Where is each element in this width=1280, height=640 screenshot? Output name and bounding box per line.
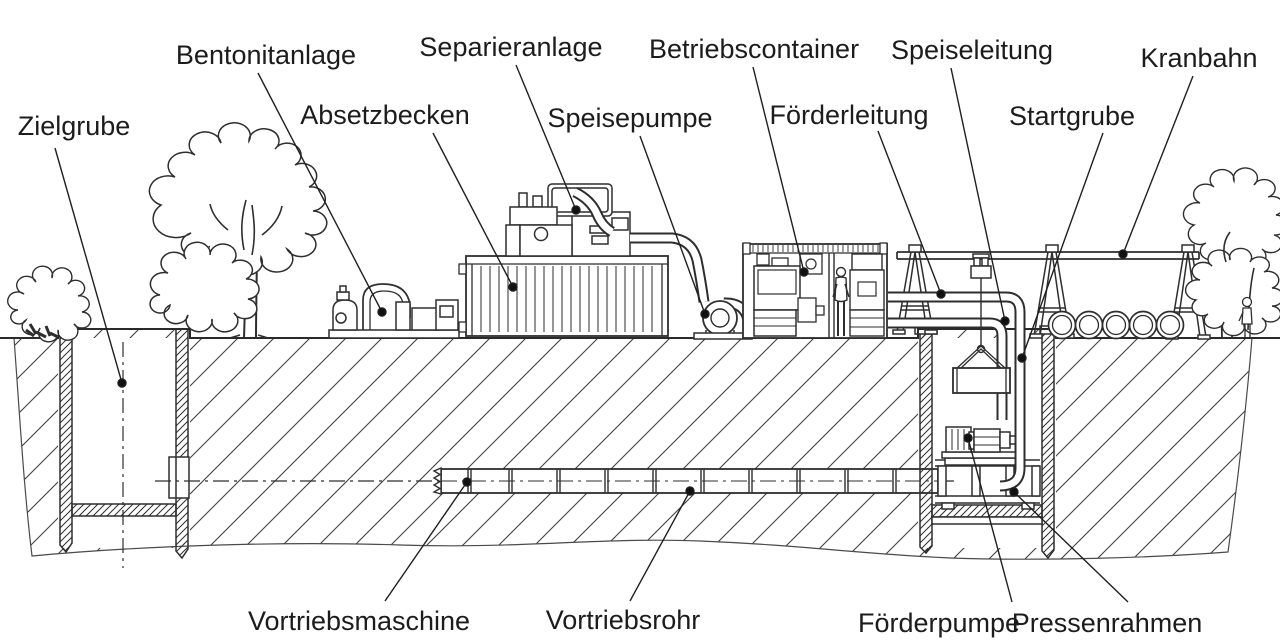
tree-right: [1182, 167, 1280, 339]
hoist-assembly: [952, 253, 1011, 394]
leader-pressenrahmen: [1009, 487, 1129, 603]
label-bentonitanlage: Bentonitanlage: [176, 40, 356, 70]
label-foerderleitung: Förderleitung: [769, 100, 928, 130]
operations-container: [742, 242, 888, 339]
label-zielgrube: Zielgrube: [18, 111, 131, 141]
label-kranbahn: Kranbahn: [1140, 43, 1257, 73]
leader-foerderpumpe: [963, 433, 1013, 603]
label-speisepumpe: Speisepumpe: [547, 103, 712, 133]
label-vortriebsrohr: Vortriebsrohr: [546, 605, 701, 635]
cutter-head: [432, 466, 442, 495]
soil-section: [13, 329, 1253, 560]
separation-to-pump-pipe: [630, 232, 710, 303]
leader-kranbahn: [1118, 75, 1194, 259]
labels: Zielgrube Bentonitanlage Absetzbecken Se…: [18, 32, 1258, 638]
label-foerderpumpe: Förderpumpe: [858, 608, 1020, 638]
lowered-pipe-segment: [952, 367, 1011, 394]
label-separieranlage: Separieranlage: [419, 32, 602, 62]
slurry-pump-in-pit: [941, 426, 1021, 466]
separation-plant: [505, 183, 631, 257]
lifting-sling: [955, 345, 1007, 370]
person-under-tree: [1238, 296, 1253, 337]
label-vortriebsmaschine: Vortriebsmaschine: [248, 606, 470, 636]
target-seal: [168, 456, 190, 499]
target-pit: [59, 328, 190, 568]
label-speiseleitung: Speiseleitung: [891, 35, 1053, 65]
leader-foerderleitung: [877, 130, 946, 299]
site-pipes: [888, 291, 1026, 492]
leader-betriebscontainer: [752, 66, 809, 277]
label-absetzbecken: Absetzbecken: [300, 100, 470, 130]
leader-absetzbecken: [432, 132, 518, 292]
settling-tank: [458, 255, 669, 337]
leader-vortriebsrohr: [629, 486, 695, 602]
label-betriebscontainer: Betriebscontainer: [649, 34, 859, 64]
worker-figure: [832, 266, 850, 336]
stored-pipes: [1047, 310, 1185, 340]
leader-separieranlage: [515, 64, 581, 215]
label-pressenrahmen: Pressenrahmen: [1012, 608, 1203, 638]
leader-bentonitanlage: [257, 72, 387, 317]
crane-runway: [892, 244, 1211, 340]
leader-speisepumpe: [639, 135, 710, 319]
leader-zielgrube: [54, 147, 127, 388]
leader-vortriebsmaschine: [384, 477, 472, 602]
bentonite-plant: [328, 283, 460, 339]
label-startgrube: Startgrube: [1009, 101, 1135, 131]
bush-left: [7, 265, 92, 343]
leader-lines: [54, 64, 1194, 603]
tree-left: [148, 122, 328, 339]
leader-startgrube: [1017, 132, 1104, 363]
hoist-trolley: [970, 265, 992, 279]
leader-speiseleitung: [950, 67, 1010, 326]
